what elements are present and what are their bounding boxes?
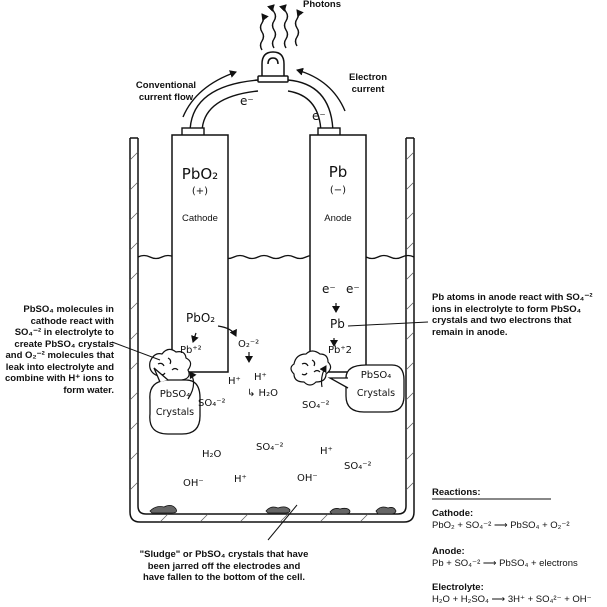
cathode-so4: SO₄⁻² [198, 398, 226, 409]
crystals-right-formula: PbSO₄ [360, 370, 392, 381]
cathode-reaction-title: Cathode: [432, 508, 474, 519]
bulk-so4-b: SO₄⁻² [344, 461, 372, 472]
electron-left-symbol: e⁻ [240, 94, 254, 108]
cathode-h2o: ↳ H₂O [247, 388, 278, 399]
anode-note: Pb atoms in anode react with SO₄⁻² ions … [432, 292, 593, 338]
sludge-note: "Sludge" or PbSO₄ crystals that have bee… [139, 549, 309, 583]
anode-name: Anode [324, 213, 352, 224]
cathode-pb2: Pb⁺² [180, 345, 202, 356]
current-arrows [182, 67, 346, 118]
cathode-h-2: H⁺ [254, 372, 267, 383]
bulk-so4-a: SO₄⁻² [256, 442, 284, 453]
electron-right-symbol: e⁻ [312, 109, 326, 123]
cathode-pbo2: PbO₂ [186, 311, 216, 325]
cathode-sign: (+) [191, 186, 209, 197]
crystals-left-formula: PbSO₄ [159, 389, 191, 400]
anode-sign: (−) [329, 185, 347, 196]
anode-electron-2: e⁻ [346, 282, 360, 296]
conventional-current-label: Conventional current flow [135, 80, 197, 103]
reaction-arrows [187, 303, 340, 400]
bulk-h2o: H₂O [202, 449, 222, 460]
reactions-heading: Reactions: [432, 487, 481, 498]
anode-reaction-equation: Pb + SO₄⁻² ⟶ PbSO₄ + electrons [432, 558, 578, 569]
cathode-h-1: H⁺ [228, 376, 241, 387]
cathode-reaction-equation: PbO₂ + SO₄⁻² ⟶ PbSO₄ + O₂⁻² [432, 520, 570, 531]
anode-formula: Pb [328, 163, 348, 181]
electrolyte-reaction-title: Electrolyte: [432, 582, 484, 593]
lamp [257, 51, 289, 83]
leader-lines [111, 321, 429, 541]
anode-pb: Pb [330, 317, 345, 331]
sludge [149, 505, 397, 515]
photon-rays [259, 4, 304, 51]
bulk-oh-b: OH⁻ [297, 473, 318, 484]
photons-label: Photons [303, 0, 341, 10]
cathode-o2: O₂⁻² [238, 339, 260, 350]
electrolyte-reaction-equation: H₂O + H₂SO₄ ⟶ 3H⁺ + SO₄²⁻ + OH⁻ [432, 594, 592, 605]
crystal-bubbles [149, 364, 405, 435]
crystals-right-word: Crystals [356, 388, 396, 399]
anode-pb2: Pb⁺2 [328, 345, 353, 356]
cathode-formula: PbO₂ [181, 165, 219, 183]
cathode-note: PbSO₄ molecules in cathode react with SO… [5, 304, 114, 396]
cell-container [129, 137, 415, 523]
bulk-h: H⁺ [320, 446, 333, 457]
cathode-name: Cathode [182, 213, 218, 224]
circuit-wire [189, 79, 334, 134]
anode-electron-1: e⁻ [322, 282, 336, 296]
wall-hatching [129, 151, 415, 523]
electrodes [171, 134, 367, 373]
anode-reaction-title: Anode: [432, 546, 465, 557]
anode-so4: SO₄⁻² [302, 400, 330, 411]
bulk-h-b: H⁺ [234, 474, 247, 485]
crystals-left-word: Crystals [155, 407, 195, 418]
electron-current-label: Electron current [348, 72, 387, 95]
bulk-oh-a: OH⁻ [183, 478, 204, 489]
